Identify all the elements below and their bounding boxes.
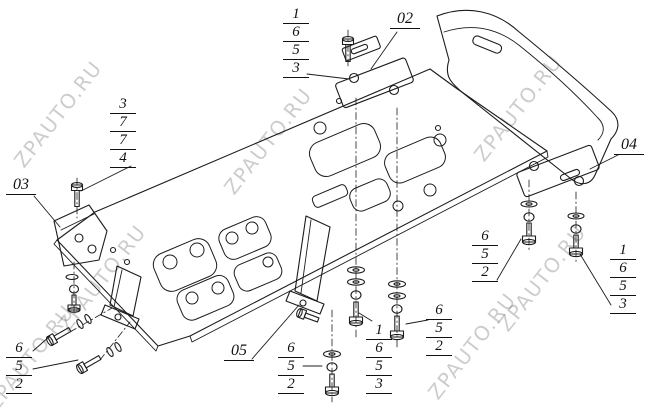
- part-number: 6: [278, 340, 304, 358]
- bolt-stack-center-right: [387, 107, 407, 351]
- bracket-03: [53, 177, 108, 316]
- part-number: 6: [366, 340, 392, 358]
- cutouts-left: [152, 216, 283, 321]
- part-number: 7: [110, 114, 136, 132]
- part-stack-bottom-center-left: 6 5 2: [278, 340, 304, 394]
- part-number: 6: [426, 302, 452, 320]
- part-number: 3: [366, 376, 392, 394]
- part-stack-bottom-left: 6 5 2: [6, 340, 32, 394]
- part-number: 2: [278, 376, 304, 394]
- bracket-04: [516, 144, 600, 198]
- main-plate: [53, 68, 549, 352]
- part-number: 6: [6, 340, 32, 358]
- bolt-stack-right-outer: [567, 191, 585, 265]
- bolt-stack-center-left: [346, 97, 366, 339]
- part-number: 1: [283, 6, 309, 24]
- part-stack-bottom-center: 1 6 5 3: [366, 322, 392, 394]
- cutouts-center: [308, 121, 447, 212]
- part-number: 1: [610, 242, 636, 260]
- part-number: 5: [283, 42, 309, 60]
- part-number: 3: [283, 60, 309, 78]
- part-number: 5: [610, 278, 636, 296]
- part-number: 2: [6, 376, 32, 394]
- part-stack-right-inner: 6 5 2: [472, 228, 498, 282]
- bolts-bottom-left: [46, 307, 131, 375]
- callout-03: 03: [6, 176, 36, 195]
- leader-lines: [32, 31, 619, 370]
- part-stack-upper-left: 3 7 7 4: [110, 96, 136, 168]
- part-number: 5: [278, 358, 304, 376]
- part-number: 2: [472, 264, 498, 282]
- part-stack-right-outer: 1 6 5 3: [610, 242, 636, 314]
- part-number: 6: [472, 228, 498, 246]
- part-stack-bottom-center-right: 6 5 2: [426, 302, 452, 356]
- support-legs: [100, 215, 331, 330]
- part-number: 4: [110, 150, 136, 168]
- part-number: 1: [366, 322, 392, 340]
- bracket-02: [335, 29, 414, 109]
- part-number: 5: [426, 320, 452, 338]
- part-number: 5: [472, 246, 498, 264]
- callout-05: 05: [224, 342, 254, 361]
- front-flange: [436, 9, 619, 185]
- part-number: 5: [366, 358, 392, 376]
- callout-04: 04: [614, 136, 644, 155]
- part-number: 5: [6, 358, 32, 376]
- part-number: 3: [110, 96, 136, 114]
- part-number: 6: [610, 260, 636, 278]
- part-number: 7: [110, 132, 136, 150]
- part-number: 6: [283, 24, 309, 42]
- part-number: 2: [426, 338, 452, 356]
- bolt-stack-bottom-center: [296, 308, 342, 403]
- callout-02: 02: [390, 10, 420, 29]
- bolt-stack-right-inner: [520, 179, 538, 253]
- part-number: 3: [610, 296, 636, 314]
- part-stack-top-center: 1 6 5 3: [283, 6, 309, 78]
